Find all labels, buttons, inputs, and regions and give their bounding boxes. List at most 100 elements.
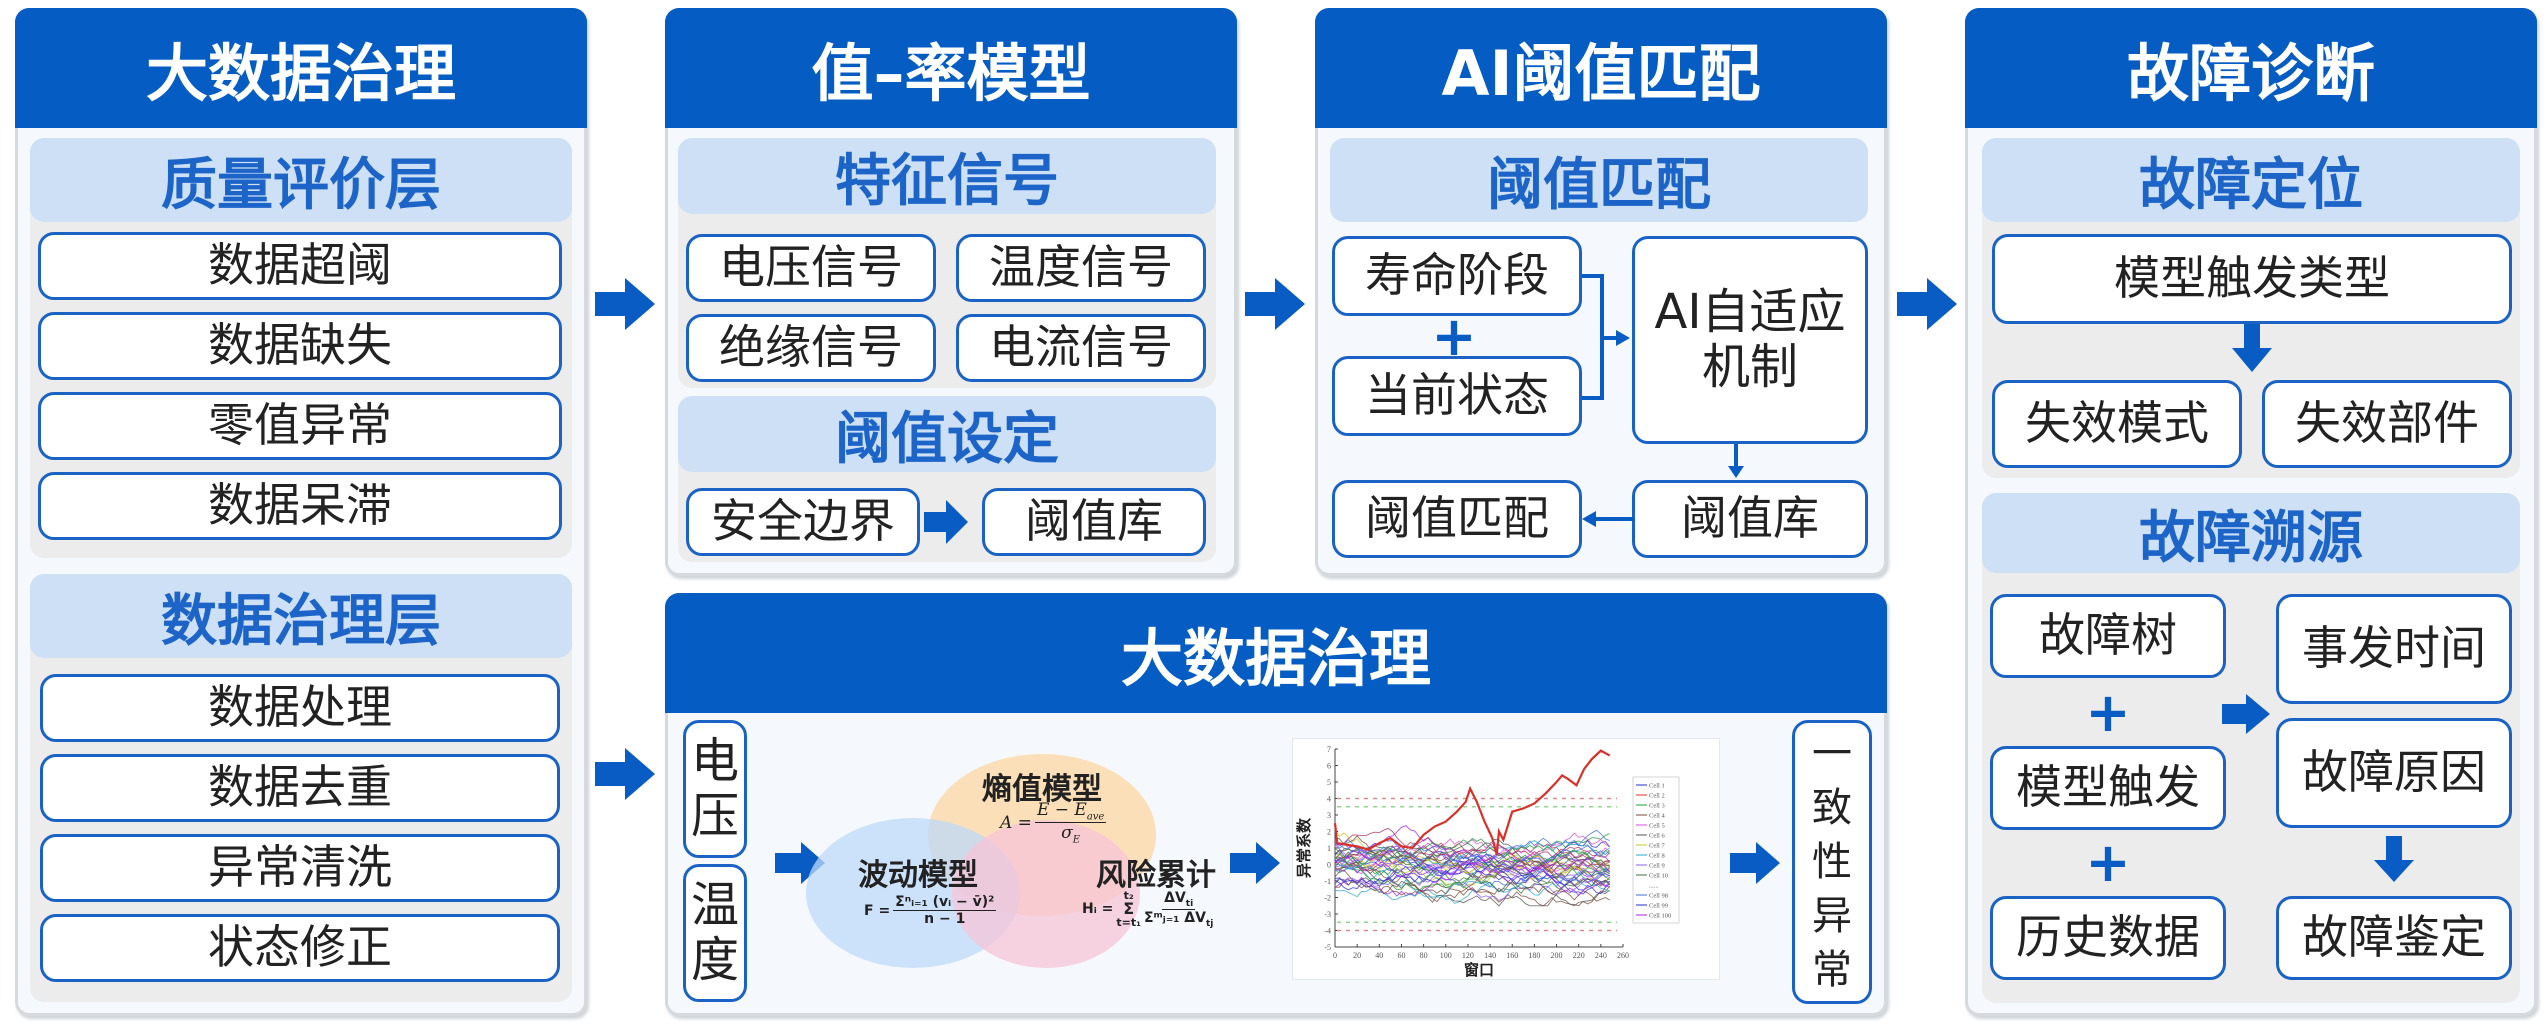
panel-governance-header: 大数据治理 — [15, 8, 587, 128]
formula-lhs: A = — [1000, 812, 1032, 833]
legend-label: Cell 8 — [1649, 853, 1665, 860]
x-tick-label: 120 — [1462, 951, 1474, 960]
formula-num: Σⁿᵢ₌₁ (vᵢ − v̄)² — [893, 894, 997, 911]
legend-label: Cell 98 — [1649, 893, 1668, 900]
feature-signal[interactable]: 温度信号 — [956, 234, 1206, 302]
processing-item[interactable]: 状态修正 — [40, 914, 560, 982]
arrow-right-icon — [1897, 278, 1957, 330]
mechanism-line1: AI自适应 — [1654, 283, 1846, 340]
x-axis-label: 窗口 — [1464, 961, 1494, 979]
series-line — [1334, 860, 1610, 889]
threshold-library-box[interactable]: 阈值库 — [982, 488, 1206, 556]
legend-label: ...... — [1649, 883, 1659, 890]
x-tick-label: 60 — [1397, 951, 1405, 960]
panel-bigdata-bottom-header: 大数据治理 — [665, 593, 1887, 713]
x-tick-label: 200 — [1551, 951, 1563, 960]
arrow-down-icon — [2374, 836, 2414, 882]
features-title: 特征信号 — [678, 138, 1216, 214]
y-tick-label: 2 — [1327, 828, 1331, 837]
formula-den: σ — [1061, 823, 1073, 844]
legend-label: Cell 9 — [1649, 863, 1665, 870]
y-tick-label: -4 — [1324, 927, 1331, 936]
char: 一 — [1812, 731, 1852, 777]
consistency-anomaly-box[interactable]: 一 致 性 异 常 — [1792, 720, 1872, 1004]
trigger-type-box[interactable]: 模型触发类型 — [1992, 234, 2512, 324]
quality-item[interactable]: 数据呆滞 — [38, 472, 562, 540]
formula-lhs: Hᵢ = — [1082, 901, 1114, 918]
feature-signal[interactable]: 电流信号 — [956, 314, 1206, 382]
feature-signal[interactable]: 绝缘信号 — [686, 314, 936, 382]
threshold-match-section-title: 阈值匹配 — [1330, 138, 1868, 222]
formula-den: Σᵐⱼ₌₁ ΔV — [1143, 909, 1206, 926]
y-tick-label: -1 — [1324, 877, 1331, 886]
quality-item[interactable]: 零值异常 — [38, 392, 562, 460]
series-line — [1334, 853, 1610, 891]
series-line — [1334, 852, 1610, 874]
life-stage-box[interactable]: 寿命阶段 — [1332, 236, 1582, 316]
voltage-input-box[interactable]: 电 压 — [683, 720, 747, 858]
series-line — [1334, 869, 1610, 902]
series-line — [1334, 842, 1610, 876]
x-tick-label: 180 — [1528, 951, 1540, 960]
temperature-input-box[interactable]: 温 度 — [683, 864, 747, 1002]
series-line — [1334, 844, 1611, 872]
char: 致 — [1812, 785, 1852, 831]
char: 常 — [1812, 947, 1852, 993]
series-line — [1334, 843, 1610, 874]
failure-mode-box[interactable]: 失效模式 — [1992, 380, 2242, 468]
formula-sub: ti — [1185, 898, 1194, 909]
formula-sub: ave — [1086, 811, 1105, 823]
y-axis-label: 异常系数 — [1295, 817, 1313, 878]
incident-time-box[interactable]: 事发时间 — [2276, 594, 2512, 704]
series-line — [1334, 861, 1610, 895]
ai-threshold-library-box[interactable]: 阈值库 — [1632, 480, 1868, 558]
processing-item[interactable]: 数据去重 — [40, 754, 560, 822]
ai-adaptive-mechanism-box[interactable]: AI自适应 机制 — [1632, 236, 1868, 444]
quality-item[interactable]: 数据缺失 — [38, 312, 562, 380]
fluctuation-formula: F = Σⁿᵢ₌₁ (vᵢ − v̄)² n − 1 — [864, 894, 997, 927]
safety-boundary-box[interactable]: 安全边界 — [686, 488, 920, 556]
fault-tree-box[interactable]: 故障树 — [1990, 594, 2226, 678]
sum-sign: Σ — [1123, 899, 1135, 919]
series-line-highlight — [1333, 749, 1611, 855]
plus-icon: + — [2085, 830, 2131, 894]
x-tick-label: 160 — [1506, 951, 1518, 960]
x-tick-label: 0 — [1333, 951, 1337, 960]
risk-accumulation-title: 风险累计 — [1096, 858, 1216, 893]
char: 性 — [1812, 839, 1852, 885]
venn-risk-circle — [952, 820, 1140, 968]
fault-identification-box[interactable]: 故障鉴定 — [2276, 896, 2512, 980]
failure-part-box[interactable]: 失效部件 — [2262, 380, 2512, 468]
arrow-right-icon — [924, 500, 968, 544]
feature-signal[interactable]: 电压信号 — [686, 234, 936, 302]
processing-item[interactable]: 数据处理 — [40, 674, 560, 742]
sum-top: t₂ — [1123, 889, 1134, 903]
fault-cause-box[interactable]: 故障原因 — [2276, 718, 2512, 828]
x-tick-label: 240 — [1595, 951, 1607, 960]
threshold-setting-title: 阈值设定 — [678, 396, 1216, 472]
arrow-down-icon — [2232, 324, 2272, 372]
threshold-match-box[interactable]: 阈值匹配 — [1332, 480, 1582, 558]
char: 电 — [690, 732, 739, 789]
x-tick-label: 80 — [1420, 951, 1428, 960]
processing-item[interactable]: 异常清洗 — [40, 834, 560, 902]
legend-label: Cell 2 — [1649, 793, 1665, 800]
arrow-right-icon — [1730, 842, 1780, 884]
char: 温 — [690, 876, 739, 933]
risk-formula: Hᵢ = t₂ Σ t=t₁ ΔVti Σᵐⱼ₌₁ ΔVtj — [1082, 890, 1213, 929]
formula-sub: tj — [1205, 918, 1214, 929]
history-data-box[interactable]: 历史数据 — [1990, 896, 2226, 980]
x-tick-label: 40 — [1375, 951, 1383, 960]
x-tick-label: 220 — [1573, 951, 1585, 960]
model-trigger-box[interactable]: 模型触发 — [1990, 746, 2226, 830]
current-state-box[interactable]: 当前状态 — [1332, 356, 1582, 436]
mechanism-line2: 机制 — [1701, 339, 1798, 395]
quality-item[interactable]: 数据超阈 — [38, 232, 562, 300]
series-line — [1334, 850, 1611, 897]
y-tick-label: -2 — [1324, 894, 1331, 903]
formula-den: n − 1 — [924, 911, 966, 927]
entropy-formula: A = E − Eave σE — [1000, 800, 1107, 846]
char: 压 — [690, 788, 739, 844]
y-tick-label: 3 — [1327, 811, 1331, 820]
plus-icon: + — [2085, 680, 2131, 744]
